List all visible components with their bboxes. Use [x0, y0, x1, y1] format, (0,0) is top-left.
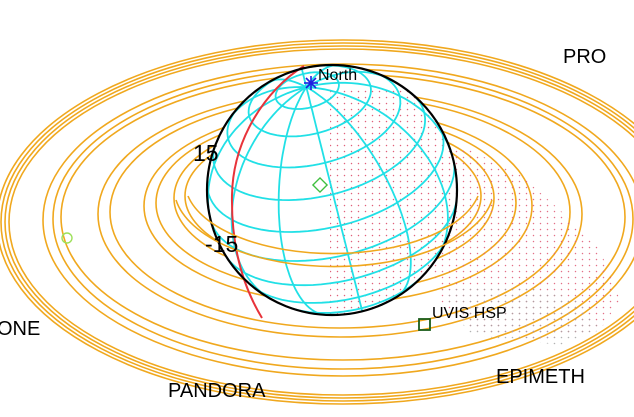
moon-label-left: ONE [0, 318, 40, 340]
moon-label-pandora: PANDORA [168, 380, 266, 402]
latitude-label-lower: -15 [205, 231, 238, 257]
instrument-square-icon [418, 318, 431, 331]
graticule-line [305, 86, 364, 312]
north-pole-label: North [318, 67, 357, 84]
graticule-line [207, 86, 307, 221]
graticule-line [305, 86, 412, 298]
moon-label-prometheus: PRO [563, 46, 606, 68]
moon-marker-circle-icon [61, 232, 73, 244]
instrument-label: UVIS HSP [432, 305, 507, 322]
terminator-line [230, 65, 305, 319]
planet-limb [205, 63, 459, 317]
moon-label-epimetheus: EPIMETH [496, 366, 585, 388]
graticule-line [277, 86, 326, 315]
graticule-line [306, 81, 455, 161]
subpoint-diamond-icon [311, 176, 329, 194]
ring-front-arcs [175, 195, 493, 268]
north-pole-star-icon [304, 76, 318, 90]
latitude-label-upper: 15 [193, 140, 219, 166]
graticule-line [230, 86, 307, 301]
